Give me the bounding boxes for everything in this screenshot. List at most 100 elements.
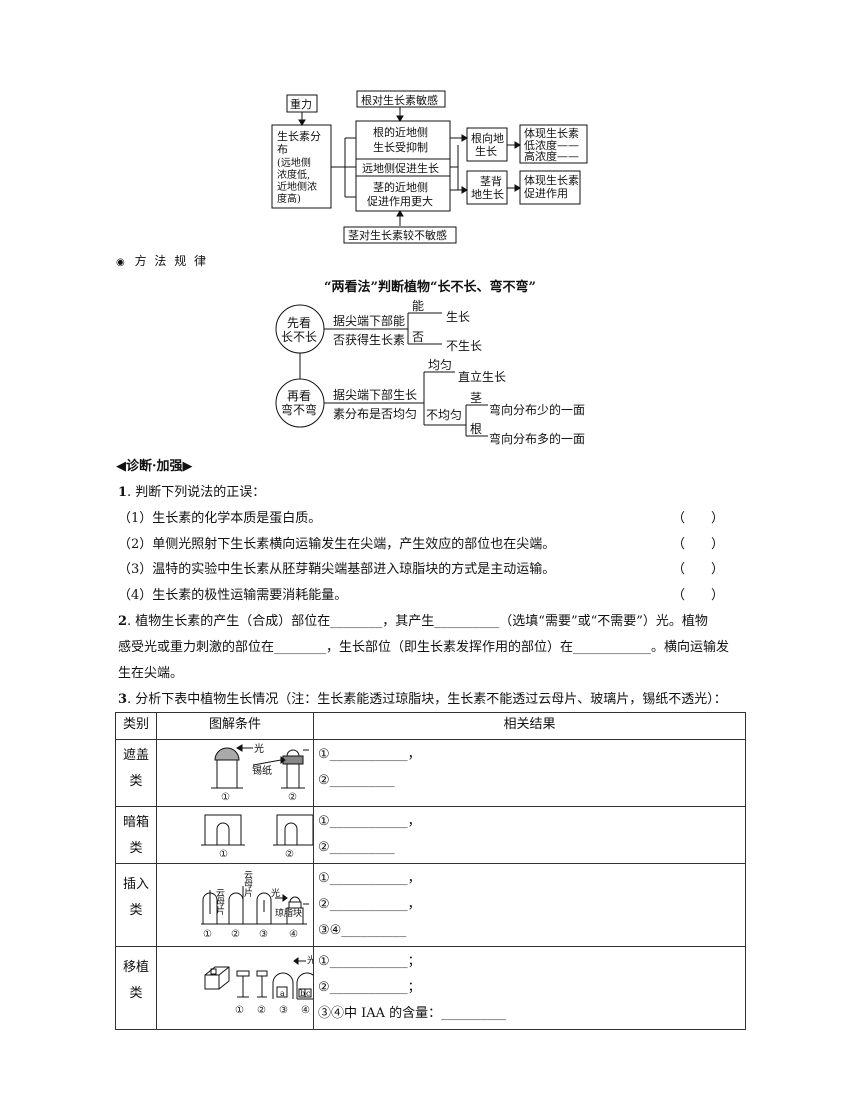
figure-number: ② (231, 929, 240, 940)
method-section-header: ◉ 方 法 规 律 (116, 252, 208, 269)
category-cell: 插入类 (115, 863, 157, 947)
result-blank[interactable]: ①____________， (318, 747, 421, 762)
table-header-row: 类别 图解条件 相关结果 (115, 712, 746, 740)
light-label: 光 (271, 887, 280, 899)
question-number: 2 (118, 614, 128, 629)
category-label: 类 (129, 841, 143, 856)
result-blank[interactable]: ②____________； (318, 980, 421, 995)
figure-cell: 云母片 云母片 光 琼脂块 ① ② ③ ④ (156, 863, 314, 947)
answer-paren[interactable]: （ ） (672, 511, 725, 526)
figure-number: ① (203, 929, 212, 940)
result-cell: ①____________， ②__________ (313, 739, 746, 807)
root-down-label: 生长 (475, 144, 497, 158)
second-cond-label: 据尖端下部生长 (333, 387, 417, 402)
figure-cell: 光 锡纸 ① ② (156, 739, 314, 807)
reflect1-label: 体现生长素 (524, 126, 579, 140)
bend-more-label: 弯向分布多的一面 (489, 431, 585, 446)
question-2-line-2: 感受光或重力刺激的部位在________，生长部位（即生长素发挥作用的部位）在_… (118, 640, 730, 655)
grow-label: 生长 (446, 310, 470, 324)
figure-number: ③ (279, 1005, 288, 1016)
table-row: 移植类 a b (115, 946, 746, 1030)
figure-number: ② (288, 792, 297, 802)
block-b-label: b (300, 989, 305, 998)
reflect1-label: 高浓度—— (524, 149, 579, 163)
auxin-dist-note: (远地侧 (277, 156, 311, 169)
result-blank[interactable]: ③④__________ (318, 923, 407, 938)
result-blank[interactable]: ①____________， (318, 814, 421, 829)
category-label: 遮盖 (122, 748, 149, 763)
question-number: 1 (118, 485, 128, 500)
reflect2-label: 促进作用 (524, 186, 568, 200)
auxin-dist-note: 浓度低, (277, 168, 310, 181)
dark-box-figure: ① ② (201, 814, 314, 860)
second-look-label: 再看 (287, 389, 311, 403)
yes-label: 能 (412, 299, 424, 313)
question-2: 2. 植物生长素的产生（合成）部位在________，其产生__________… (118, 610, 708, 629)
answer-paren[interactable]: （ ） (672, 537, 725, 552)
cover-figure: 光 锡纸 ① ② (211, 742, 309, 803)
question-number: 3 (118, 692, 128, 707)
figure-number: ① (221, 792, 230, 802)
category-cell: 暗箱类 (115, 806, 157, 864)
second-look-label: 弯不弯 (281, 402, 317, 417)
stem-insensitive-label: 茎对生长素较不敏感 (348, 228, 447, 242)
reflect1-label: 低浓度—— (524, 138, 579, 152)
result-blank[interactable]: ③④中 IAA 的含量：__________ (318, 1006, 507, 1021)
stem-near-label: 茎的近地侧 (373, 180, 428, 194)
q1-item-1: （1）生长素的化学本质是蛋白质。 (118, 511, 322, 526)
answer-paren[interactable]: （ ） (672, 588, 725, 603)
question-1: 1. 判断下列说法的正误： (118, 481, 265, 500)
question-text: . 判断下列说法的正误： (127, 485, 266, 500)
auxin-dist-label: 生长素分 (277, 129, 321, 143)
question-2-line-3: 生在尖端。 (118, 666, 184, 681)
root-near-label: 根的近地侧 (373, 125, 428, 139)
auxin-gravity-flowchart: 重力 根对生长素敏感 生长素分 布 (远地侧 浓度低, 近地侧浓 度高) 根的近… (271, 90, 588, 244)
far-promote-label: 远地侧促进生长 (362, 161, 439, 175)
result-blank[interactable]: ②____________， (318, 897, 421, 912)
root-down-label: 根向地 (471, 131, 504, 145)
even-label: 均匀 (428, 358, 452, 372)
plant-growth-table: 类别 图解条件 相关结果 遮盖类 光 锡纸 (115, 712, 746, 1030)
answer-paren[interactable]: （ ） (672, 562, 725, 577)
result-blank[interactable]: ②__________ (318, 773, 395, 788)
figure-number: ④ (289, 929, 298, 940)
no-grow-label: 不生长 (446, 339, 482, 353)
auxin-dist-note: 近地侧浓 (277, 180, 317, 193)
no-label: 否 (412, 330, 424, 344)
upright-label: 直立生长 (458, 369, 506, 384)
stem-near-label: 促进作用更大 (367, 194, 433, 208)
auxin-dist-label: 布 (277, 143, 288, 156)
first-cond-label: 否获得生长素 (333, 332, 405, 347)
result-blank[interactable]: ②__________ (318, 840, 395, 855)
category-cell: 移植类 (115, 946, 157, 1030)
category-label: 类 (129, 986, 143, 1001)
question-text: . 植物生长素的产生（合成）部位在________，其产生__________（… (127, 614, 708, 629)
root-sensitive-label: 根对生长素敏感 (361, 93, 438, 107)
mica-label: 云母片 (242, 870, 253, 898)
result-cell: ①____________， ②____________， ③④________… (313, 863, 746, 947)
stem-up-label: 地生长 (471, 187, 504, 201)
result-blank[interactable]: ①____________； (318, 954, 421, 969)
category-label: 暗箱 (122, 815, 149, 830)
gravity-label: 重力 (290, 97, 312, 111)
figure-number: ① (235, 1005, 244, 1016)
foil-label: 锡纸 (252, 764, 272, 777)
category-label: 插入 (122, 877, 149, 892)
light-label: 光 (307, 954, 313, 966)
auxin-dist-note: 度高) (277, 192, 301, 205)
figure-number: ② (285, 849, 294, 859)
block-a-label: a (280, 989, 285, 998)
stem-up-label: 茎背 (480, 174, 502, 188)
category-label: 类 (129, 774, 143, 789)
result-cell: ①____________； ②____________； ③④中 IAA 的含… (313, 946, 746, 1030)
figure-number: ③ (259, 929, 268, 940)
table-row: 插入类 云母片 云母片 光 琼脂块 ① ② ③ (115, 863, 746, 947)
root-label: 根 (470, 422, 482, 436)
col-header-result: 相关结果 (313, 712, 746, 740)
q1-item-3: （3）温特的实验中生长素从胚芽鞘尖端基部进入琼脂块的方式是主动运输。 (118, 562, 556, 577)
result-blank[interactable]: ①____________， (318, 871, 421, 886)
first-cond-label: 据尖端下部能 (333, 313, 405, 328)
block-c-label: c (306, 989, 311, 998)
stem-label: 茎 (470, 391, 482, 405)
col-header-figure: 图解条件 (156, 712, 314, 740)
